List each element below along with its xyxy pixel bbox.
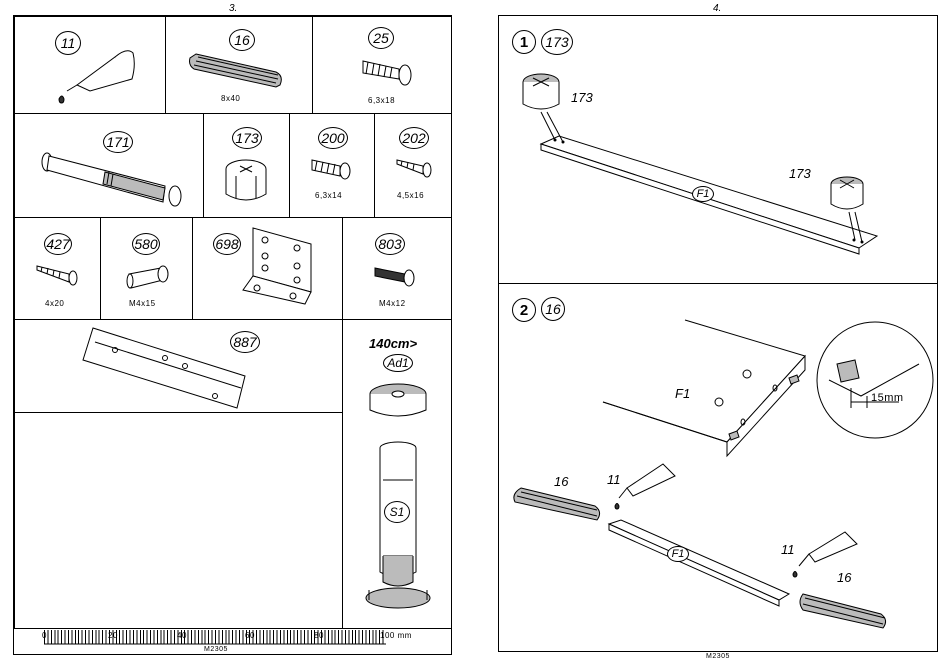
part-cell-16: 16 8x40 [165, 16, 313, 114]
ruler-ticks [44, 630, 386, 644]
part-cell-200: 200 6,3x14 [289, 113, 375, 218]
step-2-measure: 15mm [871, 392, 904, 404]
part-dim-200: 6,3x14 [315, 191, 342, 200]
part-cell-803: 803 M4x12 [342, 217, 452, 320]
step-2-panel: 2 16 F1 15mm 11 [499, 284, 937, 651]
step-1-panel: 1 173 173 173 F1 [499, 16, 937, 284]
part-cell-698: 698 [192, 217, 343, 320]
step-2-board-label: F1 [675, 386, 690, 401]
cam-lock-icon [204, 114, 291, 219]
step-1-board-id: F1 [692, 186, 714, 202]
part-cell-887: 887 [14, 319, 343, 413]
part-dim-16: 8x40 [221, 94, 240, 103]
left-page: 11 16 8x40 25 6,3x18 171 [13, 15, 452, 655]
part-id-s1: S1 [384, 501, 410, 523]
screw-icon [290, 114, 376, 219]
ruler-tick-80: 80 [314, 631, 324, 640]
part-dim-202: 4,5x16 [397, 191, 424, 200]
bed-rail-bracket-icon [15, 320, 344, 414]
leg-cell: 140cm> Ad1 S1 [342, 319, 452, 629]
step-1-label-b: 173 [789, 166, 811, 181]
right-page: 1 173 173 173 F1 2 16 [498, 15, 938, 652]
adjustable-leg-icon [343, 320, 453, 630]
ruler-tick-40: 40 [177, 631, 187, 640]
step-2-dowel-b: 16 [837, 570, 851, 585]
ruler-tick-0: 0 [42, 631, 47, 640]
part-cell-580: 580 M4x15 [100, 217, 193, 320]
ruler-tick-20: 20 [108, 631, 118, 640]
empty-panel [14, 412, 343, 629]
document-code-left: M2305 [204, 646, 228, 653]
part-dim-803: M4x12 [379, 299, 406, 308]
step-2-assembly-diagram [499, 284, 937, 651]
step-2-dowel-a: 16 [554, 474, 568, 489]
page-number-right: 4. [713, 3, 721, 14]
ruler-tick-60: 60 [245, 631, 255, 640]
part-cell-171: 171 [14, 113, 204, 218]
step-2-board-id: F1 [667, 546, 689, 562]
step-2-glue-b: 11 [781, 542, 795, 557]
part-cell-11: 11 [14, 16, 166, 114]
connecting-bolt-icon [15, 114, 205, 219]
part-cell-25: 25 6,3x18 [312, 16, 452, 114]
angle-bracket-icon [193, 218, 344, 321]
part-dim-25: 6,3x18 [368, 96, 395, 105]
step-2-glue-a: 11 [607, 472, 621, 487]
page-number-left: 3. [229, 3, 237, 14]
glue-tube-icon [15, 17, 167, 115]
part-cell-202: 202 4,5x16 [374, 113, 452, 218]
document-code-right: M2305 [706, 653, 730, 660]
ruler-tick-100: 100 mm [380, 631, 412, 640]
step-1-board-diagram [499, 16, 937, 284]
wood-screw-icon [375, 114, 453, 219]
part-cell-427: 427 4x20 [14, 217, 101, 320]
step-1-label-a: 173 [571, 90, 593, 105]
part-dim-427: 4x20 [45, 299, 64, 308]
part-cell-173: 173 [203, 113, 290, 218]
part-dim-580: M4x15 [129, 299, 156, 308]
